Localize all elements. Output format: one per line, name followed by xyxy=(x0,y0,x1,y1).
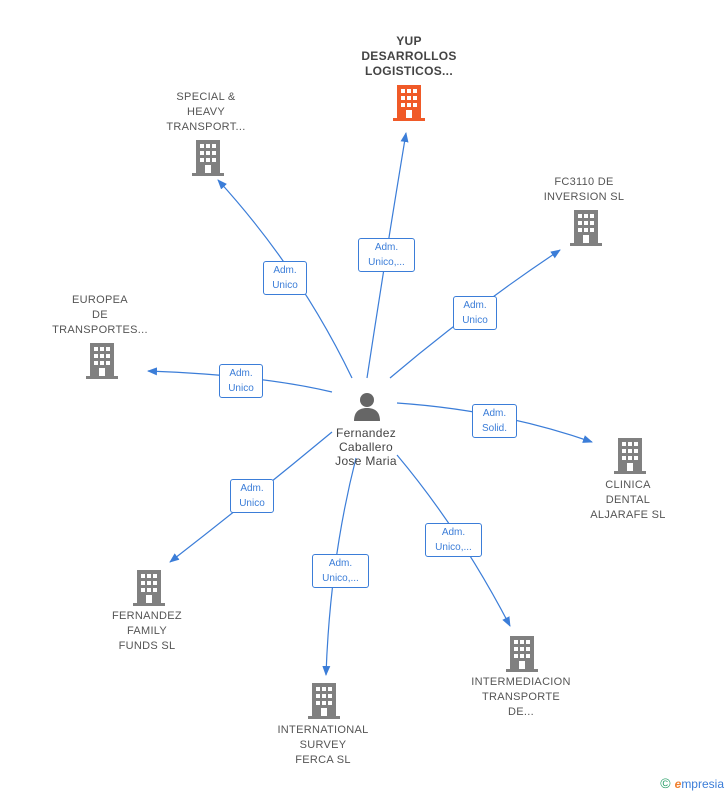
company-name-line: FERNANDEZ xyxy=(112,610,182,622)
company-name-intermediacion[interactable]: INTERMEDIACION TRANSPORTE DE... xyxy=(471,675,571,720)
company-name-line: INTERNATIONAL xyxy=(277,724,369,736)
company-name-line: TRANSPORTES... xyxy=(52,324,148,336)
building-icon-fernandez[interactable] xyxy=(133,570,165,611)
company-name-line: EUROPEA xyxy=(72,294,128,306)
role-line: Unico xyxy=(228,383,254,394)
role-label-special: Adm. Unico xyxy=(263,261,307,295)
company-name-line: HEAVY xyxy=(187,106,225,118)
building-icon-europea[interactable] xyxy=(86,343,118,384)
role-label-europea: Adm. Unico xyxy=(219,364,263,398)
company-name-line: TRANSPORT... xyxy=(166,121,246,133)
company-name-fc3110[interactable]: FC3110 DE INVERSION SL xyxy=(544,175,625,205)
company-name-line: FERCA SL xyxy=(295,754,351,766)
role-line: Adm. xyxy=(273,265,297,276)
brand-initial: e xyxy=(674,777,682,791)
copyright-symbol: © xyxy=(660,775,671,791)
company-name-line: FAMILY xyxy=(126,625,168,637)
brand-name: mpresia xyxy=(681,777,724,791)
company-name-line: SURVEY xyxy=(299,739,347,751)
person-icon[interactable] xyxy=(351,390,383,427)
building-icon-yup[interactable] xyxy=(393,85,425,126)
company-name-line: FC3110 DE xyxy=(554,176,614,188)
role-line: Adm. xyxy=(482,408,507,419)
company-name-line: INTERMEDIACION xyxy=(471,676,571,688)
role-label-yup: Adm. Unico,... xyxy=(358,238,415,272)
company-name-line: DE... xyxy=(508,706,534,718)
person-name-line1: Fernandez xyxy=(335,426,397,440)
building-icon-intermediacion[interactable] xyxy=(506,636,538,677)
role-line: Adm. xyxy=(374,242,399,253)
building-icon-fc3110[interactable] xyxy=(570,210,602,251)
role-label-clinica: Adm. Solid. xyxy=(472,404,517,438)
role-line: Unico xyxy=(272,280,298,291)
person-name[interactable]: Fernandez Caballero Jose Maria xyxy=(335,426,397,468)
person-name-line3: Jose Maria xyxy=(335,454,397,468)
company-name-international[interactable]: INTERNATIONAL SURVEY FERCA SL xyxy=(277,723,368,768)
role-label-international: Adm. Unico,... xyxy=(312,554,369,588)
company-name-line: ALJARAFE SL xyxy=(590,509,666,521)
company-name-clinica[interactable]: CLINICA DENTAL ALJARAFE SL xyxy=(590,478,665,523)
role-line: Adm. xyxy=(229,368,253,379)
company-name-line: SPECIAL & xyxy=(176,91,236,103)
company-name-yup[interactable]: YUP DESARROLLOS LOGISTICOS... xyxy=(361,34,456,79)
role-label-intermediacion: Adm. Unico,... xyxy=(425,523,482,557)
company-name-line: DE xyxy=(92,309,108,321)
role-label-fernandez: Adm. Unico xyxy=(230,479,274,513)
building-icon-international[interactable] xyxy=(308,683,340,724)
company-name-line: DENTAL xyxy=(605,494,651,506)
company-name-line: CLINICA xyxy=(605,479,651,491)
role-line: Unico,... xyxy=(435,542,472,553)
role-line: Adm. xyxy=(441,527,466,538)
role-line: Adm. xyxy=(240,483,264,494)
company-name-europea[interactable]: EUROPEA DE TRANSPORTES... xyxy=(52,293,148,338)
role-line: Solid. xyxy=(481,423,507,434)
company-name-line: YUP xyxy=(396,34,422,48)
empresia-logo[interactable]: ©empresia xyxy=(660,775,724,791)
role-line: Unico,... xyxy=(368,257,405,268)
role-line: Adm. xyxy=(328,558,353,569)
role-line: Unico,... xyxy=(322,573,359,584)
company-name-line: TRANSPORTE xyxy=(482,691,560,703)
role-line: Adm. xyxy=(463,300,487,311)
company-name-line: FUNDS SL xyxy=(118,640,176,652)
company-name-special[interactable]: SPECIAL & HEAVY TRANSPORT... xyxy=(166,90,245,135)
building-icon-clinica[interactable] xyxy=(614,438,646,479)
company-name-line: DESARROLLOS xyxy=(361,49,457,63)
company-name-line: INVERSION SL xyxy=(543,191,625,203)
role-label-fc3110: Adm. Unico xyxy=(453,296,497,330)
company-name-fernandez[interactable]: FERNANDEZ FAMILY FUNDS SL xyxy=(112,609,182,654)
person-name-line2: Caballero xyxy=(338,440,394,454)
company-name-line: LOGISTICOS... xyxy=(365,64,453,78)
role-line: Unico xyxy=(462,315,488,326)
building-icon-special[interactable] xyxy=(192,140,224,181)
role-line: Unico xyxy=(239,498,265,509)
